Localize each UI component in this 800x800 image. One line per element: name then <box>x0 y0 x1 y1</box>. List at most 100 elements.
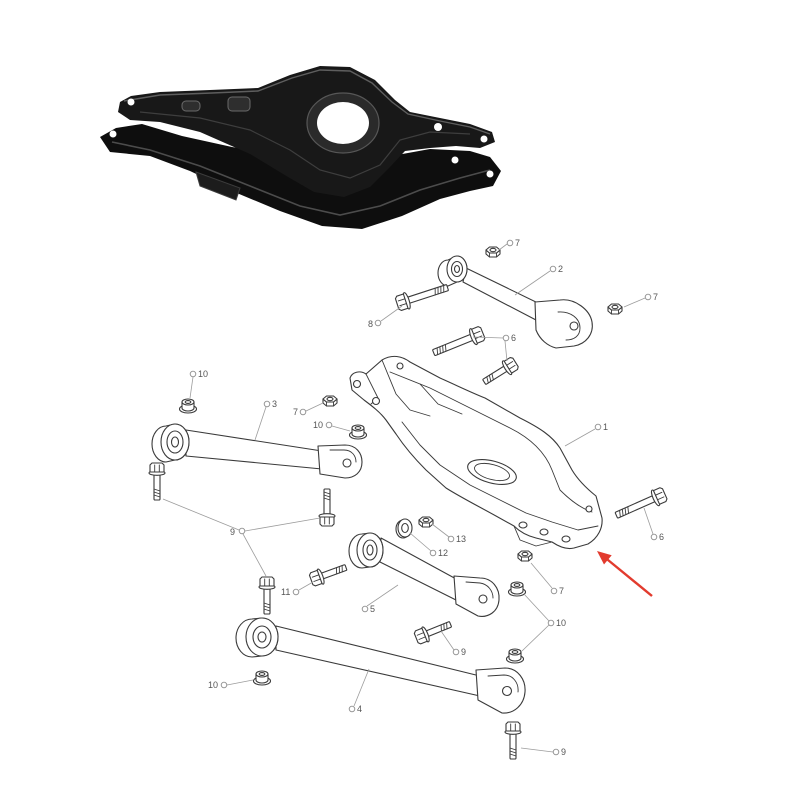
callout: 9 <box>162 498 321 577</box>
pivot-hole <box>396 362 404 370</box>
flange-hole <box>539 528 549 536</box>
callout: 7 <box>530 562 564 596</box>
callout-number: 7 <box>559 586 564 596</box>
callout: 5 <box>361 584 399 614</box>
callout: 4 <box>348 668 370 714</box>
clevis-hole <box>501 685 513 697</box>
toe-link <box>348 532 500 617</box>
flange-hole <box>561 535 571 543</box>
red-arrow-icon <box>597 551 653 597</box>
bolt-8 <box>393 278 451 313</box>
nut-10 <box>348 424 368 440</box>
callout: 1 <box>564 422 608 447</box>
callout: 13 <box>431 523 466 544</box>
link-rod <box>462 267 541 321</box>
link-clevis <box>475 667 526 714</box>
photo-inner-crease <box>139 111 471 179</box>
link-rod <box>275 625 481 697</box>
callout-number: 7 <box>293 407 298 417</box>
callout-number: 7 <box>515 238 520 248</box>
callout-number: 5 <box>370 604 375 614</box>
callout-number: 6 <box>659 532 664 542</box>
control-arm-outline <box>349 355 603 550</box>
callout-number: 7 <box>653 292 658 302</box>
photo-mount-hole <box>451 156 459 164</box>
callout-number: 3 <box>272 399 277 409</box>
bolt-9 <box>258 576 276 615</box>
callout: 10 <box>208 679 254 690</box>
callout: 6 <box>643 507 664 542</box>
bolt-6 <box>612 485 669 524</box>
callout-number: 8 <box>368 319 373 329</box>
link-clevis <box>534 299 593 349</box>
callout: 10 <box>313 420 351 432</box>
link-clevis <box>453 575 500 617</box>
spring-seat <box>467 459 517 485</box>
callout-number: 10 <box>208 680 218 690</box>
callout: 9 <box>520 747 566 757</box>
nut-7 <box>607 303 623 315</box>
callout: 8 <box>368 305 403 329</box>
photo-slot <box>181 100 201 112</box>
photo-mount-hole <box>486 170 494 178</box>
callout: 9 <box>440 630 466 657</box>
callout-number: 9 <box>230 527 235 537</box>
callout-number: 4 <box>357 704 362 714</box>
callout-number: 1 <box>603 422 608 432</box>
photo-top-edge-highlight <box>123 69 491 135</box>
bolt-9 <box>412 616 455 647</box>
callout-number: 11 <box>281 587 290 597</box>
callout: 12 <box>409 532 448 558</box>
callout-number: 10 <box>198 369 208 379</box>
trailing-link <box>235 617 526 714</box>
photo-slot <box>227 96 251 112</box>
nut-10 <box>178 398 198 414</box>
flange-hole <box>585 505 593 513</box>
photo-mount-hole <box>480 135 488 143</box>
nut-10 <box>505 648 525 664</box>
nut-13 <box>418 516 434 528</box>
photo-spring-seat-hole <box>317 102 369 144</box>
link-clevis <box>317 444 363 479</box>
callout: 7 <box>293 402 324 417</box>
callout-number: 9 <box>561 747 566 757</box>
callout-number: 9 <box>461 647 466 657</box>
callout: 11 <box>281 581 314 597</box>
lower-control-arm <box>349 355 603 550</box>
clevis-hole <box>569 321 579 331</box>
nut-7 <box>485 246 501 258</box>
callout-number: 12 <box>438 548 448 558</box>
callout: 7 <box>498 238 520 251</box>
parts-diagram: 7 2 7 8 6 10 <box>148 238 669 760</box>
pivot-hole <box>371 396 381 406</box>
photo-mount-hole <box>109 130 117 138</box>
callout-number: 10 <box>556 618 566 628</box>
callout-number: 10 <box>313 420 323 430</box>
photo-lower-flange <box>195 171 241 201</box>
callout-number: 13 <box>456 534 466 544</box>
product-photo-control-arm <box>100 66 501 229</box>
bolt-9 <box>318 488 336 527</box>
bolt-6 <box>479 355 521 390</box>
nut-10 <box>507 581 527 597</box>
photo-mount-hole <box>127 98 135 106</box>
photo-upper-plate <box>118 66 495 197</box>
callout: 10 <box>521 593 566 652</box>
callout-number: 2 <box>558 264 563 274</box>
photo-mount-hole <box>434 123 442 131</box>
red-arrow-shape <box>597 551 653 597</box>
bolt-11 <box>307 559 350 589</box>
callout: 2 <box>514 264 563 296</box>
nut-10 <box>252 670 272 686</box>
nut-7 <box>517 550 533 562</box>
flange-hole <box>518 521 528 529</box>
photo-lower-edge-highlight <box>111 141 491 216</box>
bolt-9 <box>148 462 166 501</box>
callout-number: 6 <box>511 333 516 343</box>
clevis-hole <box>342 458 352 468</box>
link-rod <box>185 429 323 470</box>
bolt-9 <box>504 721 522 760</box>
washer-12 <box>395 518 413 539</box>
pivot-hole <box>352 379 362 389</box>
lateral-link <box>151 423 363 479</box>
